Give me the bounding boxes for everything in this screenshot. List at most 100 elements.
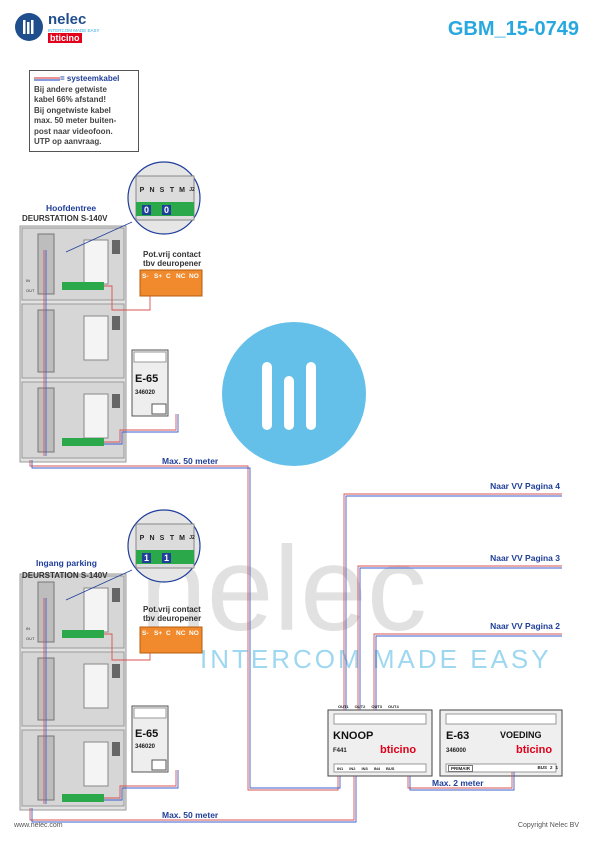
svg-text:OUT: OUT bbox=[26, 288, 35, 293]
terminal-label: NO bbox=[189, 273, 199, 280]
footer-copyright: Copyright Nelec BV bbox=[517, 822, 579, 829]
distance-label-bus: Max. 2 meter bbox=[432, 778, 484, 788]
voeding-module bbox=[439, 709, 563, 777]
jumper-label: T bbox=[169, 187, 175, 194]
voeding-code: 346000 bbox=[446, 748, 467, 754]
voeding-name: VOEDING bbox=[500, 730, 542, 740]
knoop-name: KNOOP bbox=[333, 730, 374, 742]
contact-label-bottom: Pot.vrij contact tbv deuropener bbox=[143, 605, 201, 623]
cable-legend: = systeemkabel Bij andere getwiste kabel… bbox=[29, 70, 139, 152]
cable-legend-swatch bbox=[34, 77, 60, 81]
document-id: GBM_15-0749 bbox=[447, 18, 579, 40]
page-link-4: Naar VV Pagina 4 bbox=[490, 481, 560, 491]
voeding-terminal-label: 2 bbox=[549, 765, 553, 770]
door-station-bottom: IN OUT bbox=[19, 573, 127, 811]
footer-website: www.nelec.com bbox=[14, 822, 63, 829]
jumper-label: N bbox=[149, 535, 155, 542]
svg-text:IN: IN bbox=[26, 278, 30, 283]
knoop-out-label: OUT2 bbox=[354, 704, 366, 709]
nelec-watermark bbox=[222, 322, 366, 466]
jumper-label: S bbox=[159, 187, 165, 194]
jumper-zoom-top bbox=[65, 161, 201, 253]
knoop-brand: bticino bbox=[380, 744, 417, 756]
jumper-label: S bbox=[159, 535, 165, 542]
jumper-label: M bbox=[179, 187, 185, 194]
terminal-label: NC bbox=[176, 630, 186, 637]
knoop-in-label: IN4 bbox=[373, 766, 380, 771]
knoop-out-label: OUT4 bbox=[388, 704, 399, 709]
terminal-label: C bbox=[166, 273, 171, 280]
knoop-outs: OUT1 OUT2 OUT3 OUT4 bbox=[338, 704, 399, 709]
jumper-label: J2 bbox=[189, 187, 195, 193]
knoop-code: F441 bbox=[333, 748, 347, 754]
jumper-digit-top-2: 0 bbox=[162, 205, 172, 215]
contact-label-top: Pot.vrij contact tbv deuropener bbox=[143, 250, 201, 268]
legend-line: Bij ongetwiste kabel bbox=[34, 105, 111, 115]
jumper-label: P bbox=[139, 187, 145, 194]
jumper-label: N bbox=[149, 187, 155, 194]
legend-title: = systeemkabel bbox=[60, 74, 120, 83]
terminal-label: NC bbox=[176, 273, 186, 280]
knoop-in-label: IN3 bbox=[361, 766, 368, 771]
e65-code-top: 346020 bbox=[135, 390, 156, 396]
jumper-label: M bbox=[179, 535, 185, 542]
contact-label-line: tbv deuropener bbox=[143, 259, 202, 268]
distance-label-bottom: Max. 50 meter bbox=[162, 810, 219, 820]
e65-code-bottom: 346020 bbox=[135, 744, 156, 750]
brand-name: nelec bbox=[48, 11, 87, 28]
jumper-label: T bbox=[169, 535, 175, 542]
jumper-digit-bottom-1: 1 bbox=[142, 553, 152, 563]
legend-line: post naar videofoon. bbox=[34, 126, 113, 136]
terminal-label: S+ bbox=[154, 630, 163, 637]
knoop-module bbox=[327, 709, 433, 777]
knoop-in-label: IN2 bbox=[349, 766, 356, 771]
brand-logo: nelec INTERCOM MADE EASY bticino bbox=[14, 11, 104, 43]
contact-label-line: Pot.vrij contact bbox=[143, 605, 201, 614]
jumper-digit-bottom-2: 1 bbox=[162, 553, 172, 563]
contact-block-top bbox=[139, 269, 203, 297]
e65-module-top bbox=[131, 349, 169, 417]
station-bottom-model: DEURSTATION S-140V bbox=[22, 571, 108, 580]
door-station-top: IN OUT bbox=[19, 225, 127, 463]
knoop-out-label: OUT1 bbox=[338, 704, 349, 709]
distance-label-top: Max. 50 meter bbox=[162, 456, 219, 466]
nelec-logo-icon bbox=[15, 13, 43, 41]
terminal-label: C bbox=[166, 630, 171, 637]
voeding-terminal-label: BUS bbox=[537, 765, 547, 770]
knoop-out-label: OUT3 bbox=[371, 704, 383, 709]
cable-runs bbox=[29, 250, 562, 823]
jumper-labels-bottom: P N S T M J2 bbox=[138, 535, 196, 542]
legend-line: max. 50 meter buiten- bbox=[34, 116, 117, 125]
legend-line: UTP op aanvraag. bbox=[34, 137, 102, 146]
terminal-label: S- bbox=[142, 630, 149, 637]
contact-label-line: Pot.vrij contact bbox=[143, 250, 201, 259]
voeding-brand: bticino bbox=[516, 744, 553, 756]
station-top-model: DEURSTATION S-140V bbox=[22, 214, 108, 223]
jumper-label: J2 bbox=[189, 535, 195, 541]
voeding-terminal-label: PRIMAIR bbox=[448, 765, 473, 772]
contact-terminals-bottom: S- S+ C NC NO bbox=[142, 630, 200, 637]
jumper-label: P bbox=[139, 535, 145, 542]
voeding-model: E-63 bbox=[446, 730, 470, 742]
knoop-in-label: BUS bbox=[385, 766, 395, 771]
voeding-terminal-label: 1 bbox=[555, 765, 558, 770]
e65-name-bottom: E-65 bbox=[135, 728, 159, 740]
contact-label-line: tbv deuropener bbox=[143, 614, 202, 623]
knoop-in-label: IN1 bbox=[337, 766, 344, 771]
jumper-labels-top: P N S T M J2 bbox=[138, 187, 196, 194]
contact-terminals-top: S- S+ C NC NO bbox=[142, 273, 200, 280]
contact-block-bottom bbox=[139, 626, 203, 654]
legend-line: Bij andere getwiste bbox=[34, 84, 107, 94]
voeding-terminals: PRIMAIR BUS 2 1 bbox=[448, 765, 558, 772]
svg-text:IN: IN bbox=[26, 626, 30, 631]
page-link-2: Naar VV Pagina 2 bbox=[490, 621, 560, 631]
terminal-label: S- bbox=[142, 273, 149, 280]
station-bottom-title: Ingang parking bbox=[36, 558, 97, 568]
legend-line: kabel 66% afstand! bbox=[34, 95, 107, 104]
page-link-3: Naar VV Pagina 3 bbox=[490, 553, 560, 563]
terminal-label: S+ bbox=[154, 273, 163, 280]
knoop-ins: IN1 IN2 IN3 IN4 BUS bbox=[337, 766, 394, 771]
partner-logo: bticino bbox=[48, 33, 82, 43]
svg-text:OUT: OUT bbox=[26, 636, 35, 641]
e65-module-bottom bbox=[131, 705, 169, 773]
